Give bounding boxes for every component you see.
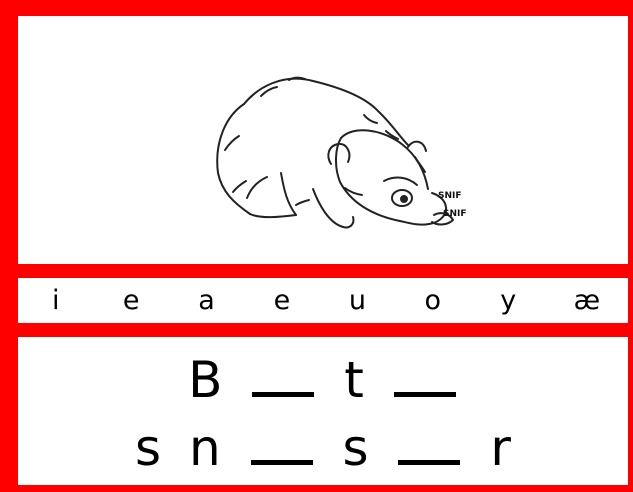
letter-option-7[interactable]: y bbox=[500, 285, 517, 316]
bear-sniffing-illustration: SNIF SNIF bbox=[216, 76, 467, 229]
letter-bank: i e a e u o y æ bbox=[18, 278, 628, 323]
word-line-1-letter-2: t bbox=[344, 351, 364, 409]
illustration-panel: SNIF SNIF bbox=[18, 16, 628, 264]
word-line-2-letter-3: s bbox=[342, 419, 369, 477]
word-line-2-letter-1: s bbox=[135, 419, 162, 477]
blank-1[interactable] bbox=[252, 348, 315, 397]
word-line-2-letter-2: n bbox=[189, 419, 221, 477]
word-line-1-letter-1: B bbox=[188, 351, 223, 409]
word-line-1: B t bbox=[18, 348, 628, 408]
word-completion-panel: B t s n s r bbox=[18, 337, 628, 485]
snif-sound-text-2: SNIF bbox=[443, 209, 467, 219]
word-line-2: s n s r bbox=[18, 416, 628, 476]
letter-option-1[interactable]: i bbox=[51, 285, 60, 316]
letter-option-8[interactable]: æ bbox=[573, 285, 601, 316]
letter-option-5[interactable]: u bbox=[348, 285, 366, 316]
blank-3[interactable] bbox=[250, 416, 313, 465]
letter-option-6[interactable]: o bbox=[424, 285, 442, 316]
word-line-2-letter-4: r bbox=[490, 419, 511, 477]
snif-sound-text-1: SNIF bbox=[438, 191, 462, 201]
letter-option-4[interactable]: e bbox=[273, 285, 291, 316]
letter-option-3[interactable]: a bbox=[198, 285, 215, 316]
blank-2[interactable] bbox=[393, 348, 456, 397]
blank-4[interactable] bbox=[398, 416, 461, 465]
letter-option-2[interactable]: e bbox=[122, 285, 140, 316]
